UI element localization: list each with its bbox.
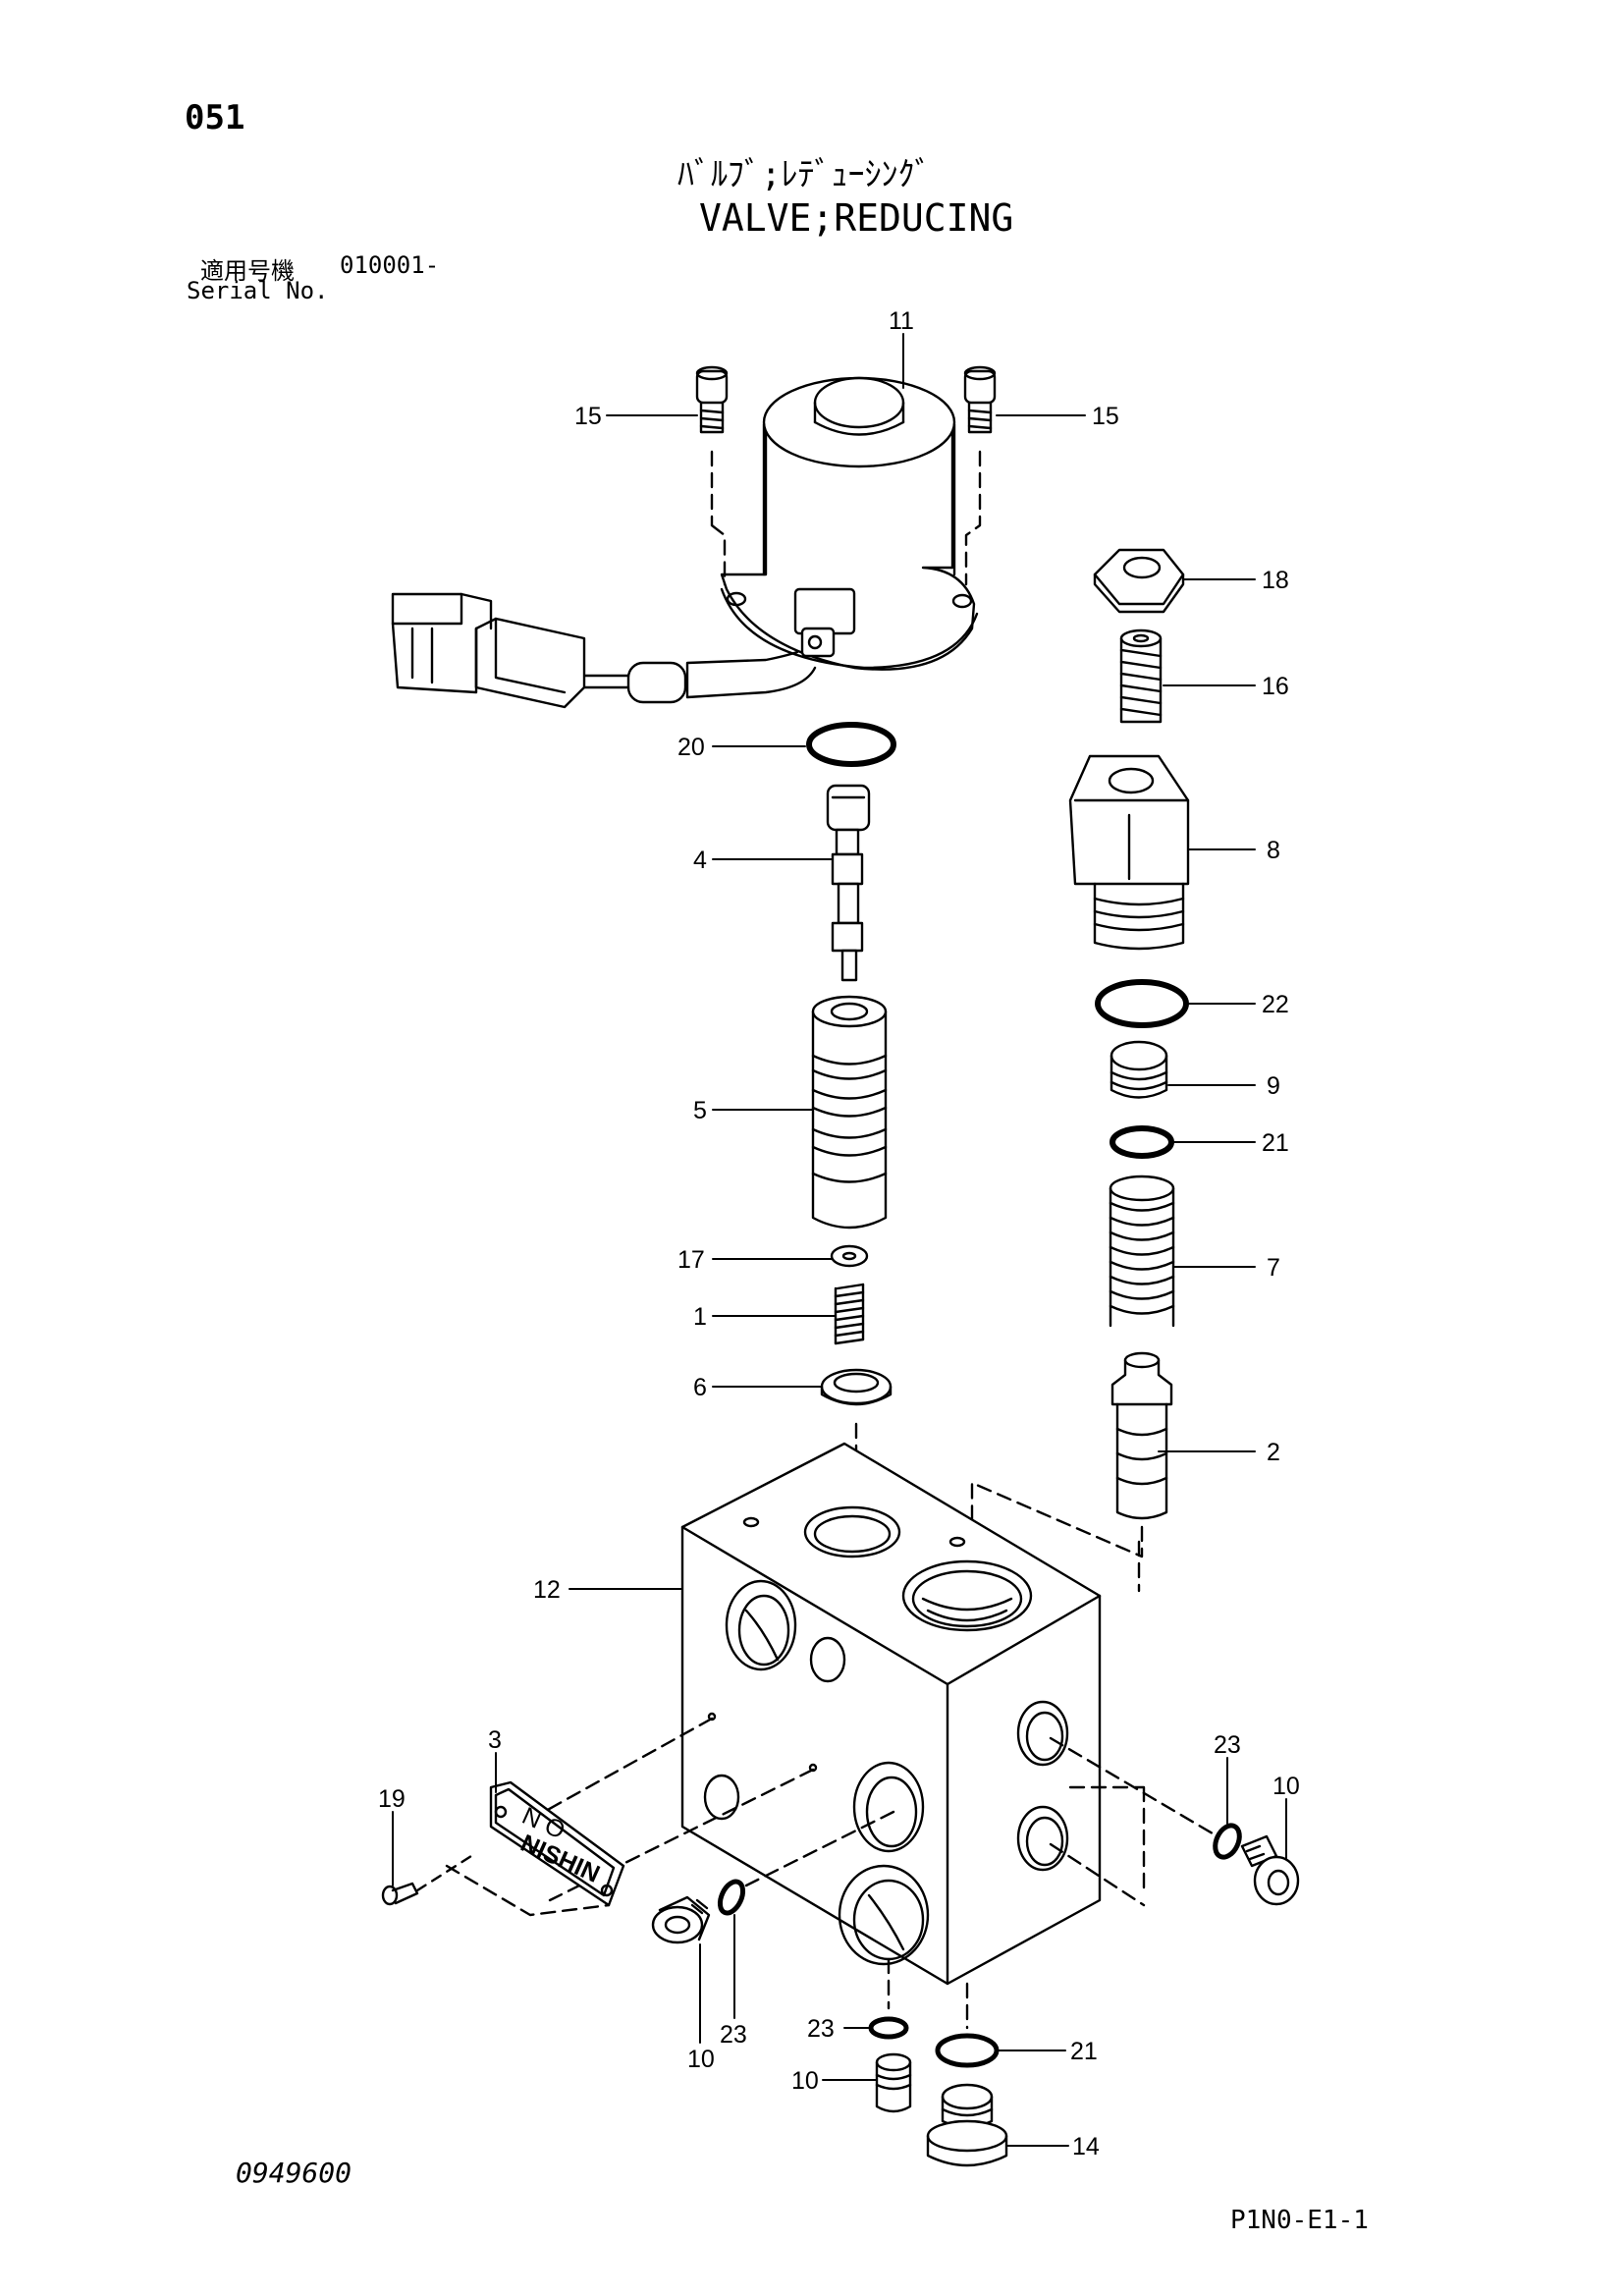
callout-11: 11 <box>889 307 914 335</box>
callout-18: 18 <box>1262 567 1289 594</box>
nameplate-3: N O NISHIN <box>445 1780 625 1917</box>
callout-20: 20 <box>677 734 705 761</box>
callout-22: 22 <box>1262 991 1289 1018</box>
serial-label-english: Serial No. <box>187 277 329 304</box>
set-screw-16 <box>1119 629 1163 724</box>
nut-18 <box>1093 548 1185 614</box>
callout-23-right: 23 <box>1214 1731 1241 1759</box>
spring-7 <box>1109 1175 1175 1328</box>
callout-15-right: 15 <box>1092 403 1119 430</box>
leader-lines <box>392 333 1287 2147</box>
document-number: 0949600 <box>236 2157 352 2189</box>
callout-1: 1 <box>693 1303 707 1331</box>
plug-14 <box>926 2083 1008 2167</box>
callout-21-bottom: 21 <box>1070 2038 1098 2065</box>
spring-1 <box>834 1283 865 1345</box>
wire-harness-part <box>391 592 817 709</box>
plug-10-bottom <box>875 2052 912 2113</box>
o-ring-23-right <box>1213 1823 1242 1860</box>
sleeve-5 <box>811 995 888 1230</box>
o-ring-23-left <box>717 1879 746 1916</box>
screw-15-left <box>695 365 729 586</box>
spool-4 <box>826 784 871 982</box>
solenoid-part <box>720 376 979 671</box>
seat-6 <box>820 1368 893 1495</box>
callout-4: 4 <box>693 847 707 874</box>
callout-labels: 11 15 15 18 16 20 8 4 22 9 21 5 17 7 1 6… <box>378 307 1300 2160</box>
callout-14: 14 <box>1072 2133 1100 2160</box>
page-number: 051 <box>185 98 245 137</box>
o-ring-22 <box>1095 979 1189 1028</box>
callout-17: 17 <box>677 1246 705 1274</box>
callout-10-left: 10 <box>687 2046 715 2073</box>
callout-23-bottom: 23 <box>807 2015 835 2043</box>
plug-10-right <box>1240 1834 1300 1906</box>
callout-12: 12 <box>533 1576 561 1604</box>
callout-6: 6 <box>693 1374 707 1401</box>
screw-15-right <box>963 365 997 586</box>
o-ring-21-bottom <box>935 2033 1000 2068</box>
callout-7: 7 <box>1267 1254 1280 1282</box>
serial-label-japanese: 適用号機 <box>200 257 295 285</box>
callout-10-right: 10 <box>1272 1773 1300 1800</box>
washer-17 <box>830 1244 869 1268</box>
valve-body-12 <box>533 1442 1219 2030</box>
callout-2: 2 <box>1267 1439 1280 1466</box>
callout-16: 16 <box>1262 673 1289 700</box>
title-english: VALVE;REDUCING <box>699 196 1014 240</box>
callout-10-bottom: 10 <box>791 2067 819 2095</box>
callout-19: 19 <box>378 1785 406 1813</box>
o-ring-20 <box>806 722 896 767</box>
callout-3: 3 <box>488 1726 502 1754</box>
title-japanese: ﾊﾞﾙﾌﾞ;ﾚﾃﾞｭｰｼﾝｸﾞ <box>677 155 932 194</box>
o-ring-21-upper <box>1110 1125 1174 1159</box>
plug-9 <box>1110 1040 1168 1099</box>
screw-19 <box>381 1854 473 1906</box>
callout-5: 5 <box>693 1097 707 1124</box>
callout-23-left: 23 <box>720 2021 747 2049</box>
serial-value: 010001- <box>340 251 440 279</box>
page-reference: P1N0-E1-1 <box>1230 2206 1369 2235</box>
plug-10-left <box>651 1895 711 1944</box>
callout-15-left: 15 <box>574 403 602 430</box>
callout-21-upper: 21 <box>1262 1129 1289 1157</box>
callout-8: 8 <box>1267 837 1280 864</box>
callout-9: 9 <box>1267 1072 1280 1100</box>
o-ring-23-bottom <box>868 2016 909 2040</box>
plug-8 <box>1068 754 1190 951</box>
